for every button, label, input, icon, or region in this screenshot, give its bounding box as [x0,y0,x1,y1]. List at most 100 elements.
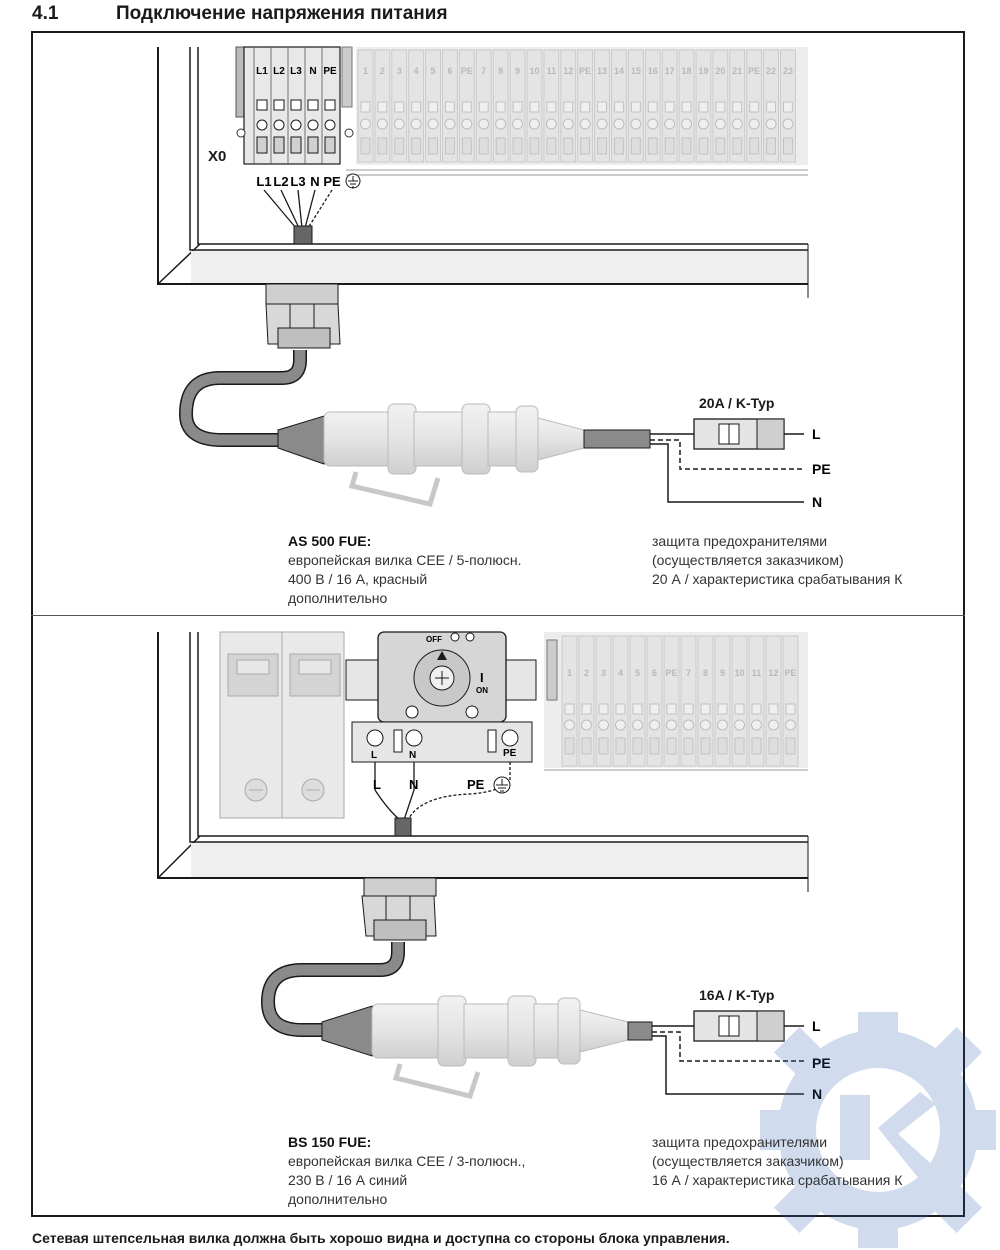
terminal-screw [666,719,677,731]
terminal-clamp [681,137,692,155]
footer-note: Сетевая штепсельная вилка должна быть хо… [32,1230,730,1246]
top-internal-wires [263,189,333,229]
caption-top-left-line-3: дополнительно [288,590,388,606]
power-terminal-label: PE [323,66,337,77]
terminal-slot [768,703,779,715]
fuse-top [693,418,785,450]
terminal-clamp [394,137,405,155]
terminal-clamp [428,137,439,155]
terminal-clamp [290,136,302,154]
diagram-frame [31,31,965,1217]
power-wire-label: L3 [290,174,305,189]
bottom-internal-wires [374,762,511,821]
caption-bottom-left-line-2: 230 В / 16 А синий [288,1172,408,1188]
gear-logo-watermark [760,1012,996,1248]
line-label-l-bottom: L [812,1018,821,1034]
terminal-clamp [512,137,523,155]
control-terminal-label: 14 [614,66,624,76]
control-terminal-label: 9 [720,668,725,678]
terminal-slot [478,101,489,113]
power-terminal-label: N [309,66,316,77]
cable-gland-top [265,283,341,349]
control-terminal [612,635,629,767]
control-terminal-label: 6 [447,66,452,76]
terminal-slot [681,101,692,113]
control-terminal-label: 19 [698,66,708,76]
terminal-clamp [715,137,726,155]
terminal-screw [700,719,711,731]
terminal-slot [581,703,592,715]
terminal-screw [664,118,676,130]
control-terminal-label: 1 [363,66,368,76]
control-terminal-label: 4 [414,66,419,76]
switch-terminal-pe: PE [503,748,517,759]
terminal-clamp [647,137,658,155]
power-wire-label: L2 [273,174,288,189]
terminal-slot [307,99,319,111]
control-terminal-label: 7 [686,668,691,678]
terminal-screw [596,118,608,130]
terminal-slot [630,101,641,113]
terminal-screw [751,719,762,731]
control-terminal-label: 16 [648,66,658,76]
power-terminal-label: L1 [256,66,268,77]
terminal-slot [732,101,743,113]
control-terminal-label: 12 [768,668,778,678]
cee-plug-top [277,403,651,507]
terminal-clamp [411,137,422,155]
terminal-slot [273,99,285,111]
terminal-clamp [478,137,489,155]
terminal-screw [598,719,609,731]
section-number: 4.1 [32,3,59,24]
control-terminal [731,635,748,767]
caption-top-right-line-1: (осуществляется заказчиком) [652,552,844,568]
terminal-slot [785,703,796,715]
terminal-clamp [495,137,506,155]
control-terminal-label: 3 [397,66,402,76]
terminal-clamp [445,137,455,155]
wire-label-pe: PE [467,777,485,792]
terminal-label-x0: X0 [208,148,226,165]
terminal-clamp [734,737,745,755]
model-title-top: AS 500 FUE: [288,533,372,549]
terminal-screw [393,118,405,130]
terminal-slot [597,101,607,113]
fuse-label-top: 20A / K-Typ [699,395,774,411]
terminal-clamp [324,136,336,154]
terminal-slot [324,99,336,111]
switch-off-label: OFF [426,635,442,644]
terminal-screw [785,719,796,731]
terminal-screw [444,118,456,130]
terminal-slot [411,101,422,113]
control-terminal-label: 12 [563,66,573,76]
control-terminal [629,635,646,767]
terminal-clamp [529,137,540,155]
terminal-slot [529,101,540,113]
control-terminal-label: 5 [635,668,640,678]
cable-top-outline [178,350,307,447]
terminal-screw [307,119,319,131]
control-terminal-label: 17 [665,66,675,76]
terminal-screw [359,118,371,130]
control-terminal-label: 2 [584,668,589,678]
terminal-clamp [749,137,760,155]
control-terminal [765,635,782,767]
terminal-slot [445,101,455,113]
terminal-slot [546,101,557,113]
control-terminal-label: 11 [752,668,762,678]
terminal-slot [715,101,726,113]
caption-bottom-right: защита предохранителями (осуществляется … [652,1133,902,1190]
control-terminal [748,635,765,767]
terminal-clamp [732,137,743,155]
terminal-screw [683,719,694,731]
terminal-slot [632,703,643,715]
control-terminal-label: 13 [597,66,607,76]
control-terminal-label: PE [748,66,760,76]
line-label-n-bottom: N [812,1086,822,1102]
control-terminal-label: 1 [567,668,572,678]
terminal-screw [461,118,473,130]
switch-terminal-l: L [371,750,377,761]
control-terminal-label: 21 [732,66,742,76]
